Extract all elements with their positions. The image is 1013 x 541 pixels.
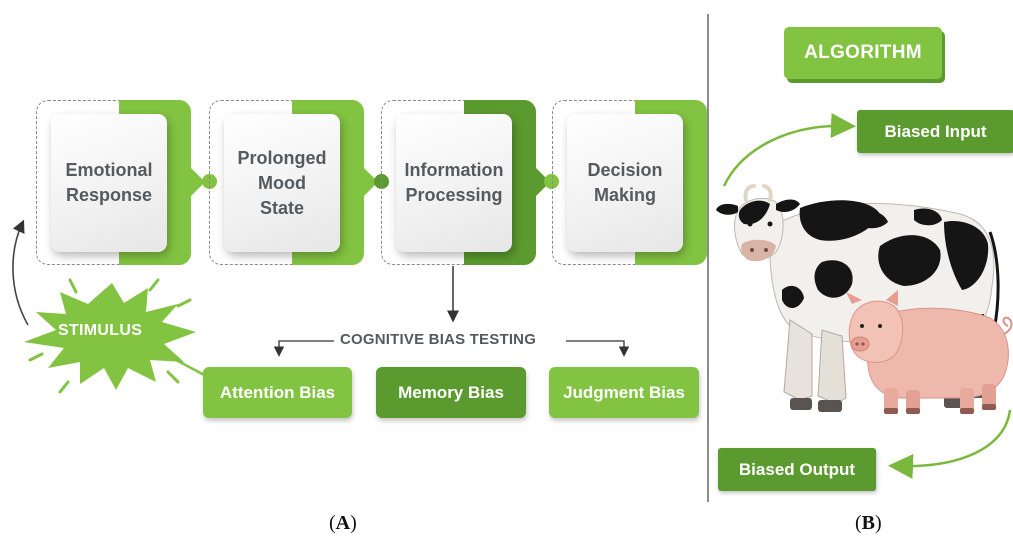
panel-label-paren: ( [855,512,862,534]
stage-arrowhead [362,166,378,198]
stage-card: Emotional Response [51,114,167,252]
pig-illustration [846,290,1013,414]
input-curve-arrow [722,112,856,187]
stage-decision-making: Decision Making [552,100,707,265]
biased-output-box: Biased Output [718,448,876,491]
panel-label-letter: A [335,512,351,534]
attention-bias-box: Attention Bias [203,367,352,418]
stage-emotional-response: Emotional Response [36,100,205,265]
stage-label-line: Decision [587,160,663,180]
stage-label: Prolonged Mood State [238,146,327,221]
judgment-bias-box: Judgment Bias [549,367,699,418]
algorithm-box: ALGORITHM [784,27,942,79]
stage-label: Decision Making [587,158,662,208]
stage-card: Decision Making [567,114,683,252]
panel-label-a: (A) [329,512,357,535]
stage-label: Emotional Response [65,158,152,208]
stage-label-line: Making [593,185,656,205]
panel-label-b: (B) [855,512,882,535]
stage-label-line: Emotional [65,160,153,180]
output-curve-arrow [888,409,1012,479]
panel-label-paren: ( [329,512,336,534]
stimulus-label: STIMULUS [58,322,143,339]
stage-label: Information Processing [405,158,504,208]
stage-label-line: Information [404,160,504,180]
stage-arrowhead [534,166,550,198]
panel-label-letter: B [861,512,876,534]
stage-information-processing: Information Processing [381,100,550,265]
stage-label-line: State [259,197,304,218]
stage-label-line: Response [65,185,152,205]
bias-right-arrow [566,340,630,357]
stage-card: Prolonged Mood State [224,114,340,252]
connector-dot [544,174,559,189]
bias-left-arrow [273,340,334,357]
stage-label-line: Processing [405,185,503,205]
panel-label-paren: ) [875,512,882,534]
stage-prolonged-mood-state: Prolonged Mood State [209,100,378,265]
stage-label-line: Mood [258,172,306,193]
biased-input-box: Biased Input [857,110,1013,153]
stimulus-to-response-arrow [12,219,29,326]
panel-label-paren: ) [350,512,357,534]
panel-divider [707,14,709,502]
stage-arrowhead [189,166,205,198]
stage-label-line: Prolonged [237,147,327,168]
stage-card: Information Processing [396,114,512,252]
memory-bias-box: Memory Bias [376,367,526,418]
cognitive-bias-testing-title: COGNITIVE BIAS TESTING [340,331,537,348]
